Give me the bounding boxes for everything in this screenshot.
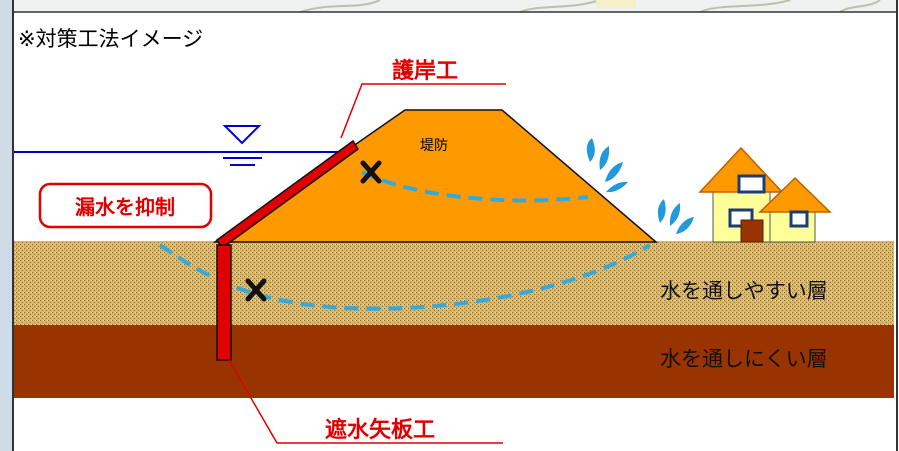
permeable-layer: [14, 241, 894, 325]
map-strip: [14, 0, 896, 12]
cutoff-sheet-pile: [216, 244, 232, 361]
cutoff-sheet-pile-label: 遮水矢板工: [325, 417, 435, 443]
house-icon: [698, 146, 832, 243]
map-remnant-lines: [299, 0, 881, 13]
seepage-line-levee: [361, 170, 589, 203]
revetment-leader: [340, 83, 506, 139]
revetment-label: 護岸工: [392, 58, 458, 84]
seepage-line-foundation: [158, 243, 652, 311]
impermeable-layer: [14, 325, 894, 398]
map-yellow-patch: [596, 0, 636, 8]
water-level-icon: [222, 125, 262, 166]
water-spray-icon: [657, 199, 694, 234]
levee-label: 堤防: [420, 138, 448, 154]
blocked-x-icon: [245, 278, 267, 302]
water-spray-icon: [586, 138, 628, 193]
suppress-leakage-box: [38, 182, 213, 229]
sheet-pile-leader: [228, 359, 503, 444]
figure-title: ※対策工法イメージ: [18, 27, 203, 51]
permeable-layer-label: 水を通しやすい層: [660, 279, 828, 303]
blocked-x-icon: [360, 160, 382, 184]
impermeable-layer-label: 水を通しにくい層: [660, 347, 828, 371]
levee: [212, 109, 659, 243]
left-panel-strip: [0, 0, 13, 451]
suppress-leakage-label: 漏水を抑制: [75, 195, 175, 219]
